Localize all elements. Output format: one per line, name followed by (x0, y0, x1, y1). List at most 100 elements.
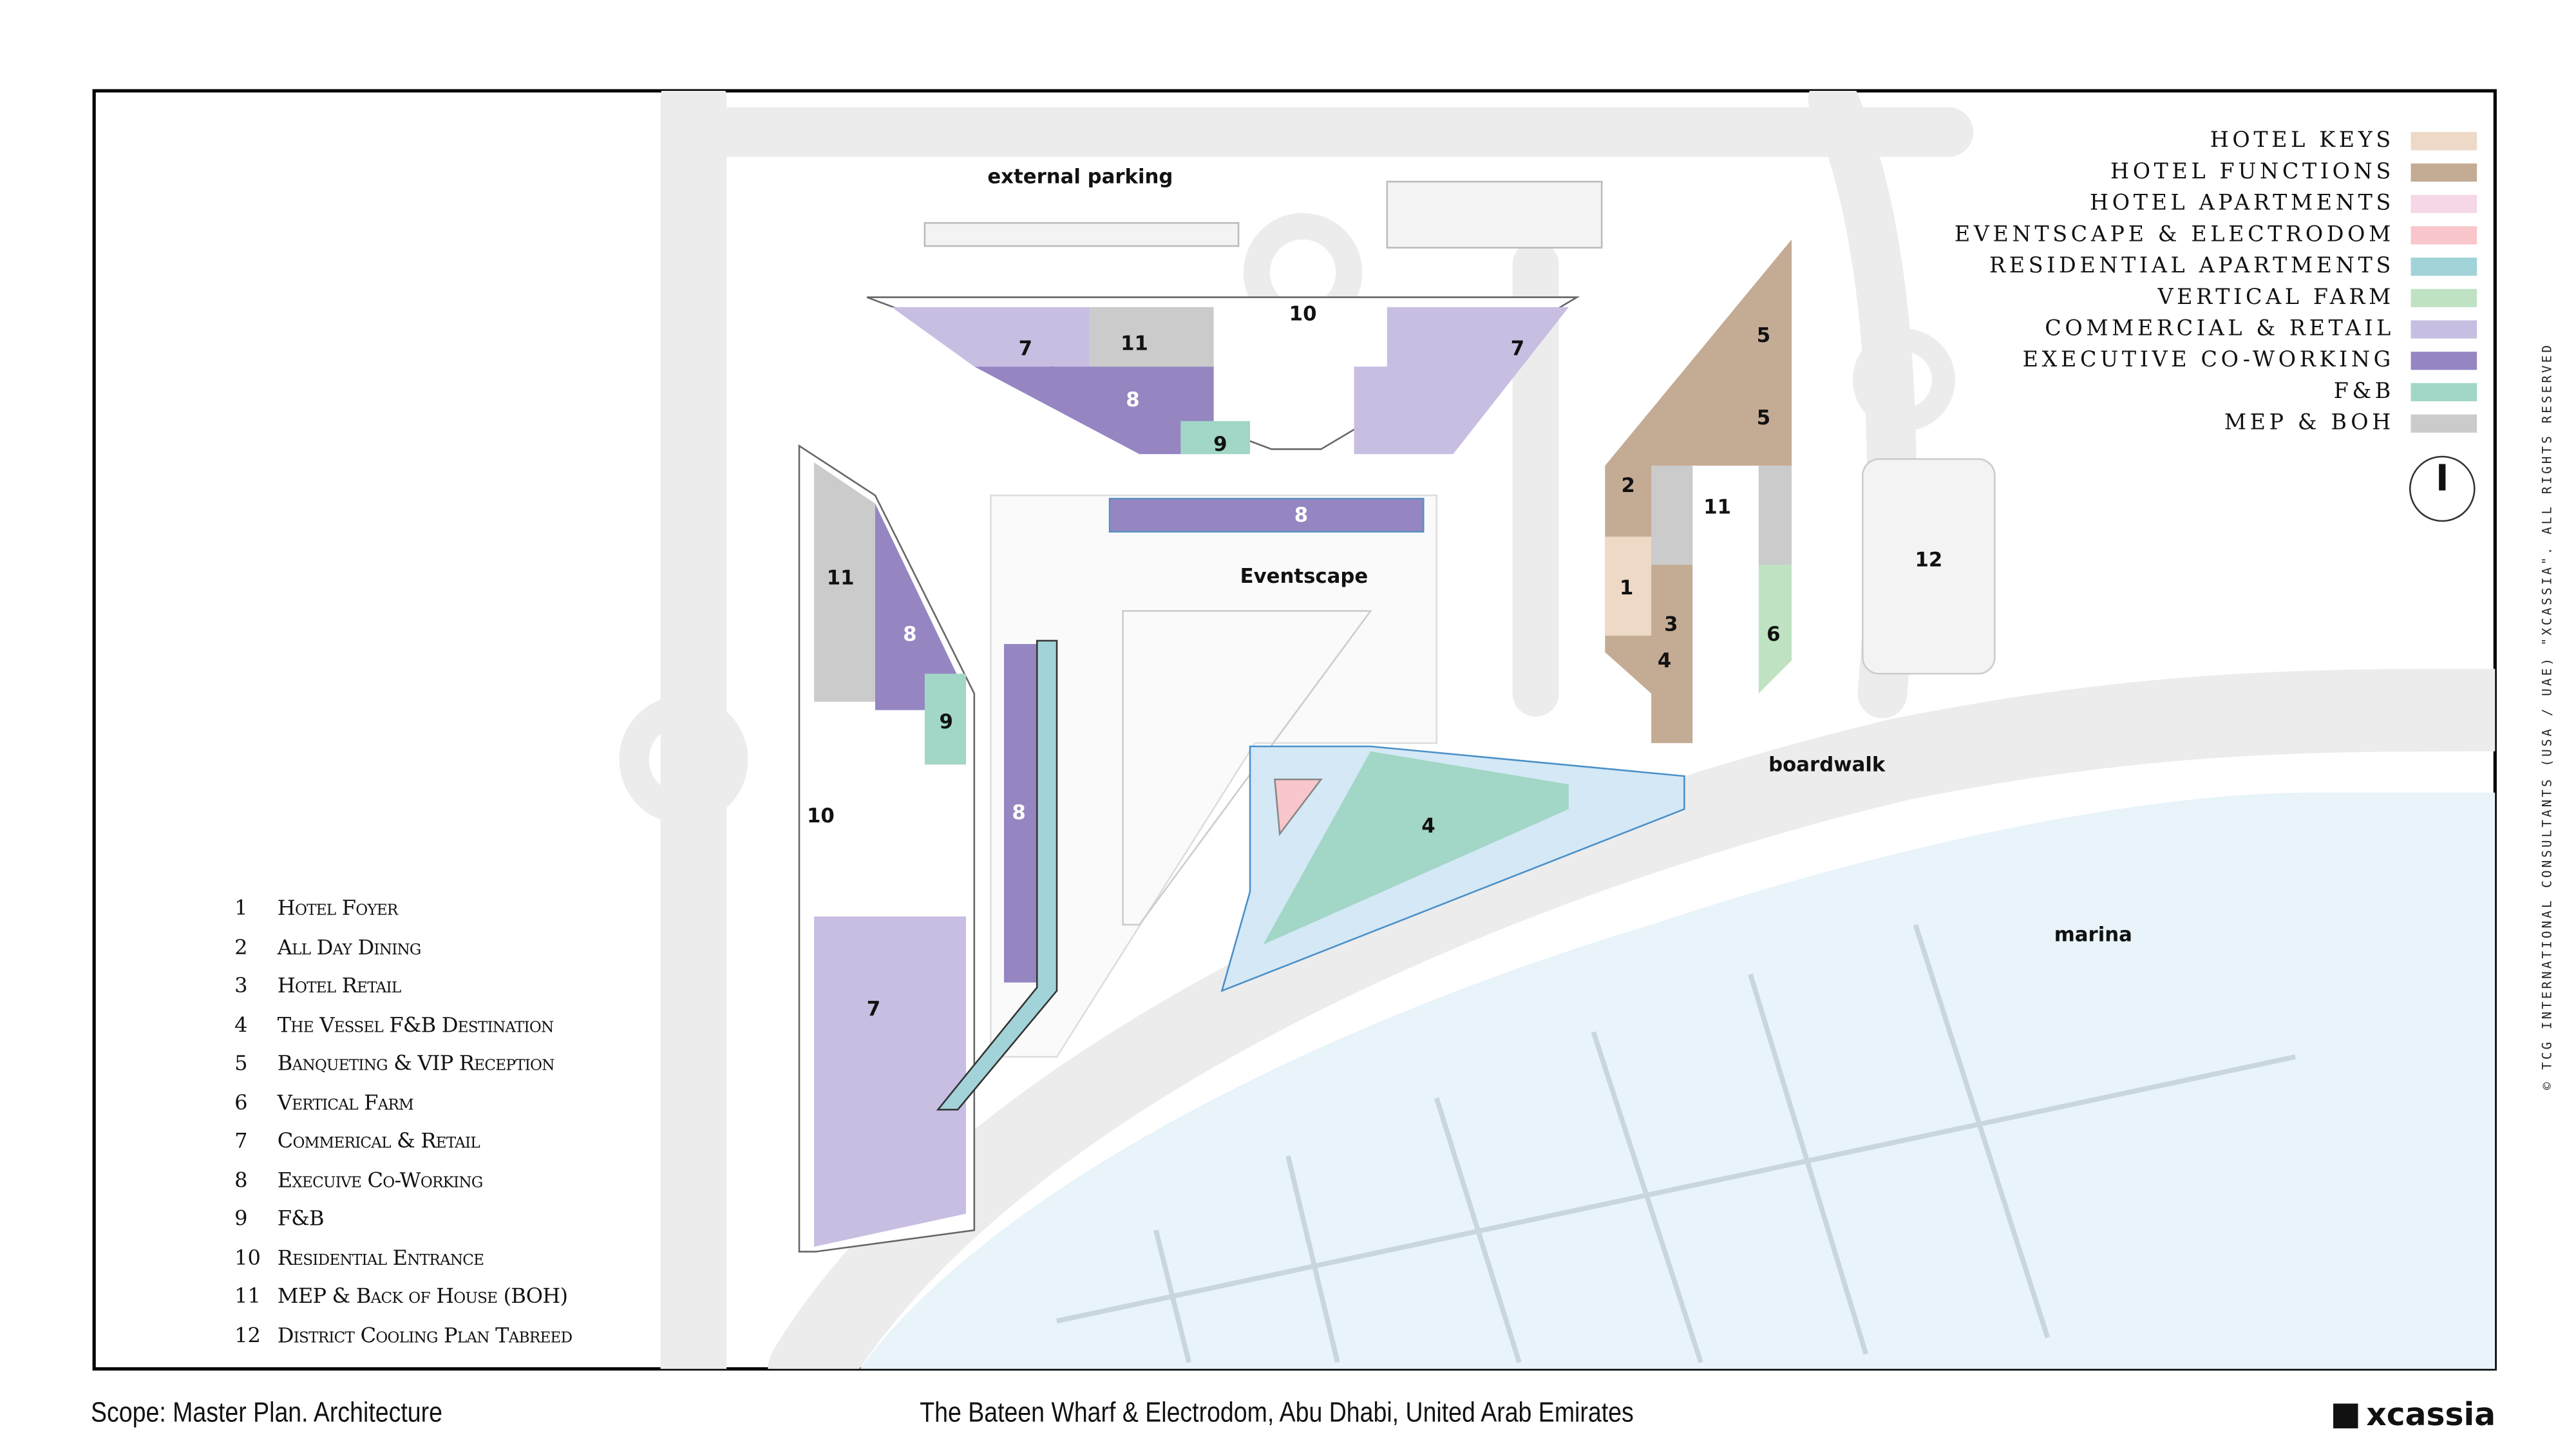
north-arrow-icon (2409, 455, 2476, 522)
legend-item: EVENTSCAPE & ELECTRODOM (1955, 220, 2477, 251)
legend-label: HOTEL FUNCTIONS (2110, 160, 2394, 185)
key-item: 6 Vertical Farm (234, 1083, 572, 1121)
zone-number: 7 (1019, 337, 1032, 360)
zone-number: 8 (1294, 504, 1308, 527)
key-number: 11 (234, 1283, 261, 1309)
zone-number: 6 (1766, 623, 1780, 646)
key-number: 12 (234, 1322, 261, 1347)
footer-scope: Scope: Master Plan. Architecture (91, 1397, 442, 1428)
legend-swatch (2410, 289, 2477, 307)
zone-number: 10 (1289, 302, 1317, 325)
zone-number: 3 (1664, 612, 1678, 636)
footer-project-title: The Bateen Wharf & Electrodom, Abu Dhabi… (920, 1397, 1634, 1428)
key-number: 10 (234, 1244, 261, 1270)
key-number: 3 (234, 972, 248, 998)
key-item: 7 Commerical & Retail (234, 1121, 572, 1160)
key-label: MEP & Back of House (BOH) (277, 1283, 568, 1309)
marina-piers (1056, 923, 2296, 1363)
legend-label: HOTEL KEYS (2210, 128, 2394, 154)
zone-number: 11 (1121, 332, 1148, 355)
legend-swatch (2410, 352, 2477, 370)
key-number: 9 (234, 1206, 248, 1231)
label-external-parking: external parking (987, 166, 1173, 189)
zone-number: 8 (1126, 388, 1139, 412)
zone-number: 2 (1621, 474, 1634, 497)
key-item: 2 All Day Dining (234, 927, 572, 966)
key-item: 4 The Vessel F&B Destination (234, 1005, 572, 1043)
key-label: District Cooling Plan Tabreed (277, 1322, 573, 1347)
key-number: 8 (234, 1167, 248, 1192)
zone-number: 8 (1012, 801, 1025, 824)
legend-item: RESIDENTIAL APARTMENTS (1955, 251, 2477, 283)
zone-number: 9 (940, 710, 953, 734)
legend-label: EXECUTIVE CO-WORKING (2022, 348, 2394, 374)
key-number: 4 (234, 1012, 248, 1037)
zone-number: 5 (1757, 324, 1770, 347)
key-item: 10 Residential Entrance (234, 1238, 572, 1276)
logo-text: xcassia (2366, 1397, 2496, 1434)
key-label: Hotel Foyer (277, 895, 399, 920)
key-item: 1 Hotel Foyer (234, 888, 572, 927)
zone-number: 9 (1213, 433, 1227, 456)
key-item: 11 MEP & Back of House (BOH) (234, 1276, 572, 1315)
marina-water (860, 792, 2496, 1369)
legend-swatch (2410, 414, 2477, 433)
legend-item: HOTEL KEYS (1955, 126, 2477, 157)
label-eventscape: Eventscape (1240, 565, 1368, 588)
xcassia-logo: xcassia (2333, 1397, 2496, 1434)
key-number: 5 (234, 1050, 248, 1075)
legend-swatch (2410, 383, 2477, 402)
legend-swatch (2410, 226, 2477, 245)
parking-row (923, 222, 1240, 247)
legend-item: VERTICAL FARM (1955, 282, 2477, 314)
legend-item: HOTEL FUNCTIONS (1955, 157, 2477, 189)
zone-number: 7 (1511, 337, 1524, 360)
legend-label: F&B (2333, 379, 2394, 405)
label-boardwalk: boardwalk (1768, 753, 1886, 776)
zone-number: 10 (807, 804, 835, 828)
zone-number: 5 (1757, 406, 1770, 430)
legend-swatch (2410, 320, 2477, 339)
key-label: The Vessel F&B Destination (277, 1012, 554, 1037)
key-number: 1 (234, 895, 248, 920)
legend-item: HOTEL APARTMENTS (1955, 188, 2477, 220)
district-cooling-plant (1862, 458, 1996, 675)
zone-number: 8 (903, 623, 916, 646)
legend-item: MEP & BOH (1955, 408, 2477, 439)
copyright-text: © TCG INTERNATIONAL CONSULTANTS (USA / U… (2539, 342, 2555, 1090)
key-number: 7 (234, 1128, 248, 1153)
key-item: 5 Banqueting & VIP Reception (234, 1044, 572, 1083)
key-label: All Day Dining (277, 934, 422, 960)
zone-number: 4 (1421, 814, 1435, 837)
key-number: 6 (234, 1089, 248, 1115)
key-number: 2 (234, 934, 248, 960)
legend-label: HOTEL APARTMENTS (2090, 191, 2394, 216)
zone-number: 4 (1658, 649, 1671, 672)
zone-number: 12 (1915, 548, 1942, 571)
legend-label: EVENTSCAPE & ELECTRODOM (1954, 223, 2394, 248)
legend-item: EXECUTIVE CO-WORKING (1955, 345, 2477, 377)
legend-swatch (2410, 163, 2477, 182)
zone-number: 11 (827, 567, 855, 590)
key-label: F&B (277, 1206, 325, 1231)
key-label: Execuive Co-Working (277, 1167, 484, 1192)
key-label: Banqueting & VIP Reception (277, 1050, 555, 1075)
label-marina: marina (2054, 923, 2132, 947)
zone-number: 7 (867, 998, 880, 1021)
legend-item: F&B (1955, 377, 2477, 408)
legend-swatch (2410, 132, 2477, 151)
color-legend: HOTEL KEYS HOTEL FUNCTIONS HOTEL APARTMENT… (1955, 126, 2477, 439)
logo-mark-icon (2333, 1403, 2358, 1428)
key-label: Residential Entrance (277, 1244, 484, 1270)
legend-label: RESIDENTIAL APARTMENTS (1989, 254, 2394, 279)
key-item: 9 F&B (234, 1199, 572, 1238)
key-label: Vertical Farm (277, 1089, 414, 1115)
legend-label: VERTICAL FARM (2157, 285, 2394, 311)
legend-swatch (2410, 257, 2477, 276)
legend-label: COMMERCIAL & RETAIL (2045, 317, 2394, 342)
key-label: Commerical & Retail (277, 1128, 480, 1153)
legend-swatch (2410, 194, 2477, 213)
